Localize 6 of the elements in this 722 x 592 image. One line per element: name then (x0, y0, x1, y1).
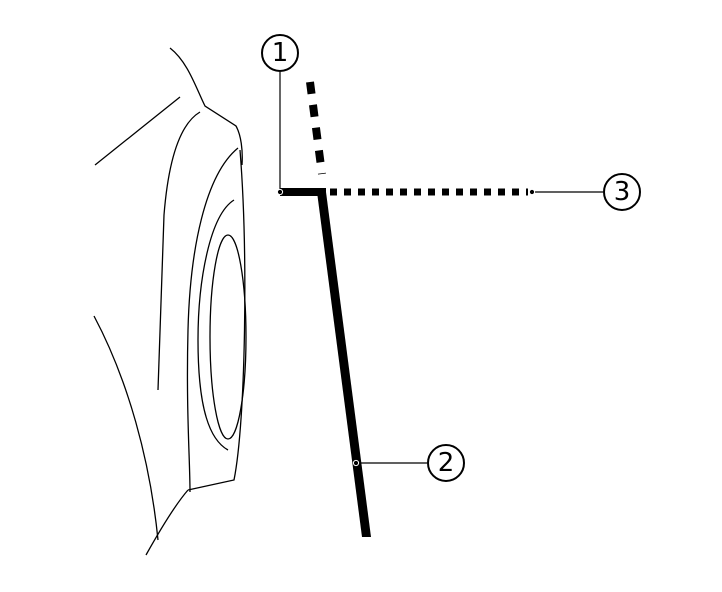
leader-line (352, 460, 427, 466)
leader-line (276, 72, 284, 196)
leader-line (528, 188, 603, 196)
callout-number: 2 (427, 444, 465, 482)
callout-number: 3 (603, 173, 641, 211)
callout-number: 1 (261, 34, 299, 72)
